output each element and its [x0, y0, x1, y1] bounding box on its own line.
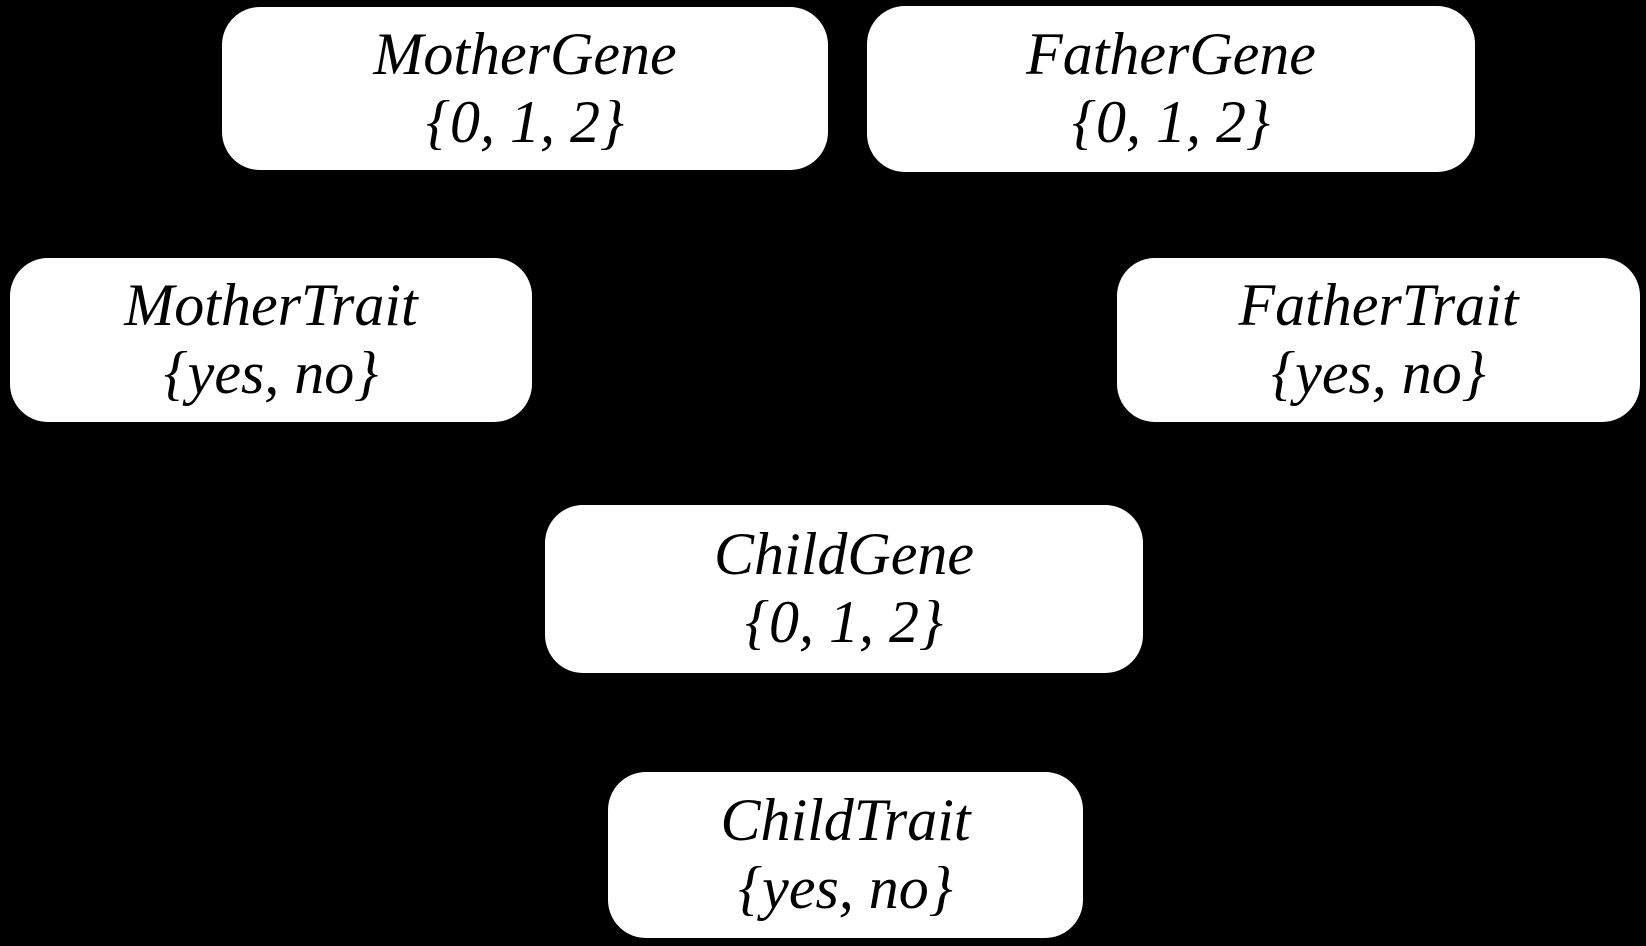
node-father-trait-domain: {yes, no}	[1271, 340, 1486, 406]
node-mother-trait-label: MotherTrait	[124, 272, 418, 339]
node-child-gene: ChildGene {0, 1, 2}	[545, 505, 1143, 673]
node-mother-trait-domain: {yes, no}	[163, 340, 379, 406]
node-father-gene: FatherGene {0, 1, 2}	[867, 6, 1475, 172]
node-child-trait: ChildTrait {yes, no}	[608, 772, 1083, 938]
node-father-trait-label: FatherTrait	[1238, 272, 1519, 339]
node-mother-gene-domain: {0, 1, 2}	[426, 88, 624, 155]
node-child-trait-label: ChildTrait	[720, 787, 971, 854]
node-father-gene-domain: {0, 1, 2}	[1072, 89, 1270, 155]
node-child-trait-domain: {yes, no}	[738, 855, 953, 921]
node-father-gene-label: FatherGene	[1026, 21, 1316, 88]
node-child-gene-domain: {0, 1, 2}	[745, 589, 943, 655]
node-mother-trait: MotherTrait {yes, no}	[10, 258, 532, 422]
node-father-trait: FatherTrait {yes, no}	[1117, 258, 1640, 422]
node-child-gene-label: ChildGene	[714, 521, 974, 588]
node-mother-gene-label: MotherGene	[373, 20, 677, 87]
node-mother-gene: MotherGene {0, 1, 2}	[222, 7, 828, 170]
